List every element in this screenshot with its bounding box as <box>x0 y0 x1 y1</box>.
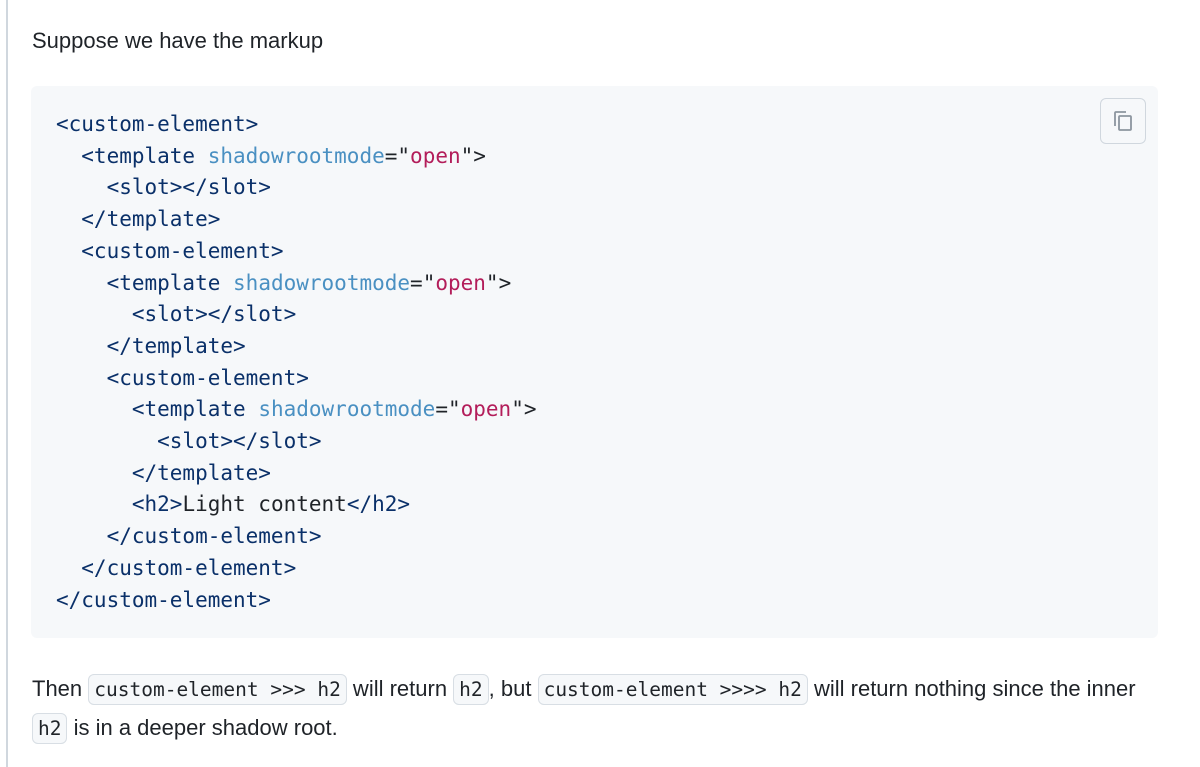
code-token: <slot></slot> <box>56 302 297 327</box>
code-line: </template> <box>56 458 537 490</box>
code-token <box>195 144 208 168</box>
code-token: </template> <box>56 207 221 232</box>
code-token: "> <box>485 270 512 295</box>
code-token: open <box>410 143 461 168</box>
code-token: <custom-element> <box>56 112 259 136</box>
code-token: <custom-element> <box>56 365 309 390</box>
code-token: "> <box>460 143 486 168</box>
code-token: <h2> <box>56 492 183 517</box>
code-token: shadowrootmode <box>233 270 411 295</box>
text-segment: Then <box>32 676 89 701</box>
code-line: <custom-element> <box>56 109 537 141</box>
code-line: <template shadowrootmode="open"> <box>56 268 537 300</box>
code-line: </custom-element> <box>56 553 537 585</box>
code-line: <template shadowrootmode="open"> <box>56 394 537 426</box>
code-token: </custom-element> <box>56 587 271 612</box>
code-line: <custom-element> <box>56 236 537 268</box>
code-token: "> <box>511 397 537 422</box>
text-segment: will return <box>346 676 454 701</box>
blockquote-border <box>6 0 8 767</box>
code-line: </template> <box>56 204 537 236</box>
code-token: </template> <box>56 460 271 485</box>
code-token: open <box>460 397 512 422</box>
code-token: shadowrootmode <box>258 397 436 422</box>
code-line: <h2>Light content</h2> <box>56 489 537 521</box>
code-token: <custom-element> <box>56 238 284 263</box>
code-token: <slot></slot> <box>56 175 271 200</box>
text-segment: , but <box>488 676 538 701</box>
inline-code: custom-element >>>> h2 <box>537 674 808 705</box>
code-token: </h2> <box>346 492 411 517</box>
text-segment: is in a deeper shadow root. <box>67 715 338 740</box>
code-line: <slot></slot> <box>56 299 537 331</box>
code-line: <custom-element> <box>56 363 537 395</box>
code-token: shadowrootmode <box>207 143 385 168</box>
code-token: <template <box>56 397 246 422</box>
code-token: Light content <box>182 492 347 517</box>
explanation-paragraph: Then custom-element >>> h2 will return h… <box>32 670 1172 748</box>
inline-code: custom-element >>> h2 <box>88 674 347 705</box>
copy-button[interactable] <box>1100 98 1146 144</box>
code-token: <template <box>56 143 196 168</box>
code-content: <custom-element> <template shadowrootmod… <box>56 109 537 616</box>
code-line: </custom-element> <box>56 521 537 553</box>
intro-text: Suppose we have the markup <box>32 28 324 53</box>
code-line: <template shadowrootmode="open"> <box>56 141 537 173</box>
code-token: </template> <box>56 333 246 358</box>
copy-icon <box>1114 111 1132 131</box>
text-segment: will return nothing since the inner <box>807 676 1136 701</box>
code-token: =" <box>435 397 461 422</box>
code-token <box>220 271 233 295</box>
code-block: <custom-element> <template shadowrootmod… <box>31 86 1158 638</box>
inline-code: h2 <box>32 713 68 744</box>
code-token: <template <box>56 270 221 295</box>
code-line: </template> <box>56 331 537 363</box>
code-token <box>246 397 259 421</box>
inline-code: h2 <box>453 674 489 705</box>
code-token: =" <box>410 270 436 295</box>
code-token: open <box>435 270 486 295</box>
code-token: =" <box>384 143 411 168</box>
code-token: </custom-element> <box>56 524 322 549</box>
code-token: </custom-element> <box>56 555 297 580</box>
code-token: <slot></slot> <box>56 429 322 454</box>
code-line: </custom-element> <box>56 585 537 617</box>
code-line: <slot></slot> <box>56 426 537 458</box>
code-line: <slot></slot> <box>56 172 537 204</box>
